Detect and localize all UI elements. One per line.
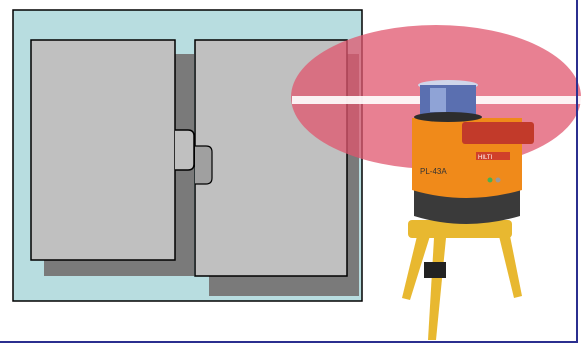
- prism-head-base: [414, 112, 482, 122]
- tripod-leg-right: [498, 232, 522, 298]
- status-led-icon: [488, 178, 493, 183]
- handle-left: [175, 130, 194, 170]
- left-sash: [31, 40, 175, 260]
- power-led-icon: [496, 178, 501, 183]
- tripod-leg-center: [428, 238, 446, 340]
- laser-device-handle: [462, 122, 534, 144]
- prism-head: [420, 85, 476, 115]
- brand-label: HILTI: [478, 155, 493, 161]
- handle-right: [195, 146, 212, 184]
- prism-window: [430, 88, 446, 112]
- model-label: PL-43A: [420, 167, 447, 176]
- frame-border-right: [576, 0, 578, 343]
- frame-border-bottom: [0, 341, 578, 343]
- tripod-clamp: [424, 262, 446, 278]
